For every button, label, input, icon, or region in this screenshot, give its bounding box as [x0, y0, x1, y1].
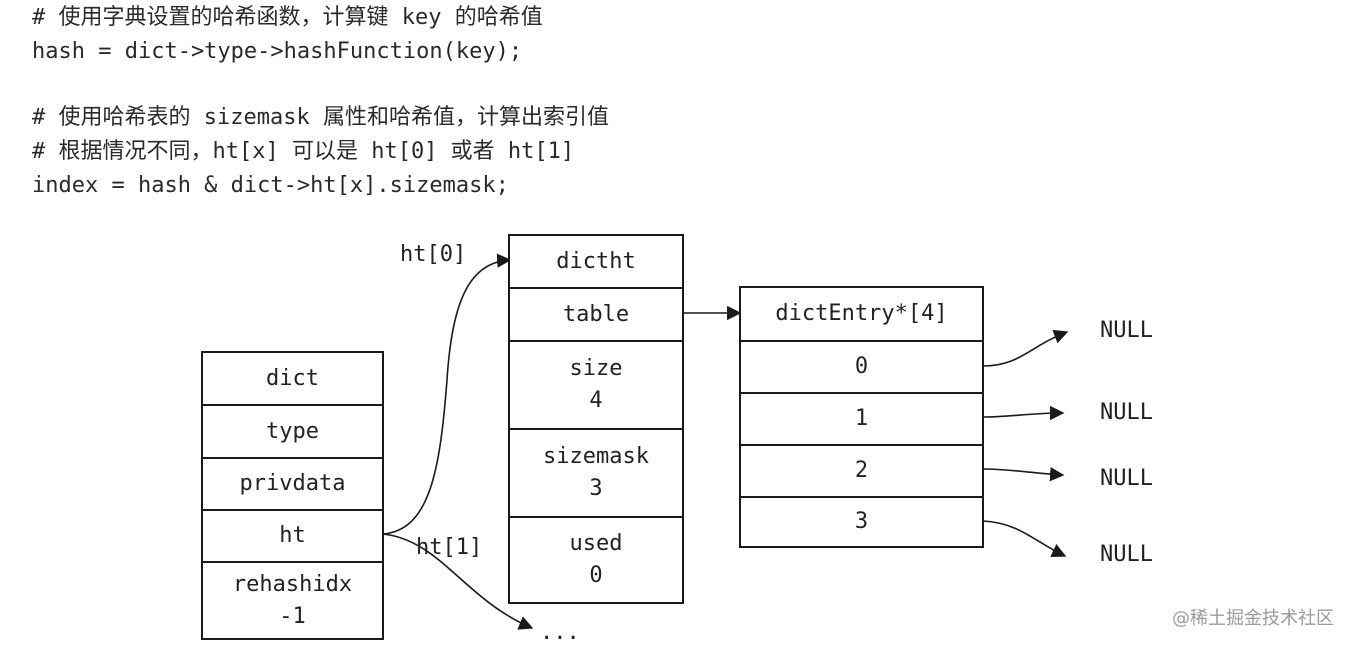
dict-privdata: privdata — [239, 471, 346, 496]
slot-index-3: 3 — [854, 509, 869, 534]
dictht-used-value: 0 — [589, 563, 603, 588]
dictht-size: size — [569, 356, 623, 381]
dict-rehashidx: rehashidx — [232, 571, 353, 597]
dictht-used: used — [569, 531, 623, 556]
null-label-2: NULL — [1100, 466, 1153, 491]
code-comment-index: # 使用哈希表的 sizemask 属性和哈希值，计算出索引值 — [32, 105, 609, 130]
dict-entry-title-cell: dictEntry*[4] — [741, 288, 982, 342]
slot-index-2: 2 — [854, 458, 869, 483]
slot-index-1: 1 — [854, 406, 869, 431]
dictht-table-cell: table — [510, 289, 682, 342]
watermark: @稀土掘金技术社区 — [1172, 608, 1334, 629]
dictht-sizemask-value: 3 — [589, 476, 603, 501]
dictht-sizemask: sizemask — [543, 444, 649, 469]
dictht-title-cell: dictht — [510, 236, 682, 289]
arrow-ht1 — [382, 533, 534, 630]
dict-entry-slot-0: 0 — [741, 342, 982, 394]
dictht-size-value: 4 — [589, 388, 603, 413]
arrow-null-3 — [982, 520, 1067, 558]
dict-entry-slot-2: 2 — [741, 446, 982, 498]
dictht-used-cell: used 0 — [510, 518, 682, 602]
arrow-ht0 — [382, 253, 512, 535]
label-ht0: ht[0] — [400, 242, 467, 267]
label-ht1: ht[1] — [416, 535, 483, 560]
dict-ht-cell: ht — [203, 511, 382, 563]
slot-index-0: 0 — [854, 354, 869, 379]
code-hash-line: hash = dict->type->hashFunction(key); — [32, 39, 523, 64]
dictht-title: dictht — [556, 248, 636, 274]
code-index-line: index = hash & dict->ht[x].sizemask; — [32, 173, 509, 198]
dictht-sizemask-cell: sizemask 3 — [510, 430, 682, 518]
dict-entry-slot-3: 3 — [741, 498, 982, 546]
arrow-null-2 — [982, 467, 1065, 482]
arrow-null-1 — [982, 405, 1065, 421]
code-comment-ht: # 根据情况不同，ht[x] 可以是 ht[0] 或者 ht[1] — [32, 139, 575, 164]
dict-entry-title: dictEntry*[4] — [775, 301, 948, 326]
dict-type-cell: type — [203, 406, 382, 459]
null-label-3: NULL — [1100, 542, 1153, 567]
dictht-struct: dictht table size 4 sizemask 3 used 0 — [508, 234, 684, 604]
dict-type: type — [266, 418, 319, 444]
dict-rehashidx-cell: rehashidx -1 — [203, 563, 382, 638]
dict-entry-array: dictEntry*[4] 0 1 2 3 — [739, 286, 984, 548]
code-comment-hash: # 使用字典设置的哈希函数，计算键 key 的哈希值 — [32, 5, 543, 30]
dict-struct: dict type privdata ht rehashidx -1 — [201, 351, 384, 640]
dict-entry-slot-1: 1 — [741, 394, 982, 446]
dict-privdata-cell: privdata — [203, 459, 382, 511]
null-label-0: NULL — [1100, 318, 1153, 343]
null-label-1: NULL — [1100, 400, 1153, 425]
dict-ht: ht — [279, 523, 306, 548]
dictht-size-cell: size 4 — [510, 342, 682, 430]
dict-title: dict — [266, 365, 319, 391]
label-ellipsis: ... — [540, 620, 580, 645]
dict-rehashidx-value: -1 — [279, 603, 306, 629]
dictht-table: table — [562, 301, 630, 327]
arrow-null-0 — [982, 329, 1069, 367]
dict-title-cell: dict — [203, 353, 382, 406]
